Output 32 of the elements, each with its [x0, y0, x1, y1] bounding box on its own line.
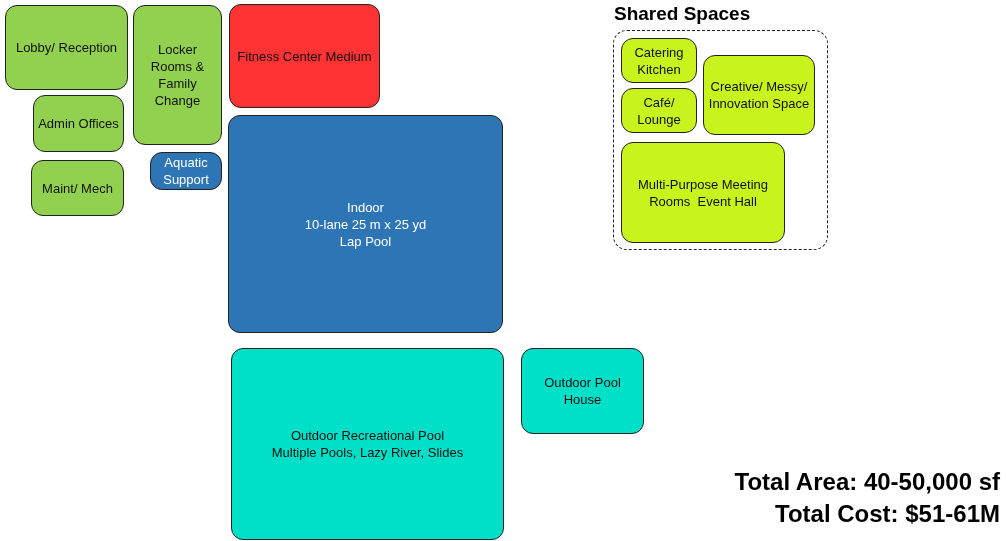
room-box [31, 160, 124, 216]
room-label: Outdoor Recreational Pool [290, 427, 445, 444]
room-label: Maint/ Mech [42, 179, 113, 197]
summary-text: Total Cost: $51-61M [775, 500, 1000, 528]
room-label: Fitness Center Medium [237, 47, 372, 65]
room-label: 10-lane 25 m x 25 yd [304, 215, 427, 233]
room-label: Locker Rooms & Family Change [149, 41, 206, 109]
room-label: Multi-Purpose Meeting Rooms Event Hall [636, 175, 770, 210]
room-box [703, 55, 815, 135]
room-box [621, 38, 697, 83]
room-box [133, 5, 222, 145]
room-box [621, 88, 697, 133]
room-label: Creative/ Messy/ Innovation Space [707, 78, 811, 112]
room-box [5, 5, 128, 90]
room-box [521, 348, 644, 434]
room-label: Catering Kitchen [633, 43, 685, 78]
room-label: Lobby/ Reception [15, 39, 118, 56]
room-label: Admin Offices [38, 115, 119, 132]
room-box [33, 95, 124, 152]
room-label: Indoor [347, 198, 384, 216]
room-label: Lap Pool [339, 232, 392, 250]
room-label: Aquatic Support [162, 154, 210, 188]
room-label: Multiple Pools, Lazy River, Slides [271, 444, 464, 461]
group-heading: Shared Spaces [614, 3, 751, 25]
room-label: Outdoor Pool House [543, 374, 622, 408]
room-box [150, 152, 222, 190]
room-box [621, 142, 785, 243]
room-box [231, 348, 504, 540]
room-box [229, 4, 380, 108]
room-label: Café/ Lounge [636, 93, 682, 128]
summary-text: Total Area: 40-50,000 sf [734, 468, 1000, 496]
room-box [228, 115, 503, 333]
